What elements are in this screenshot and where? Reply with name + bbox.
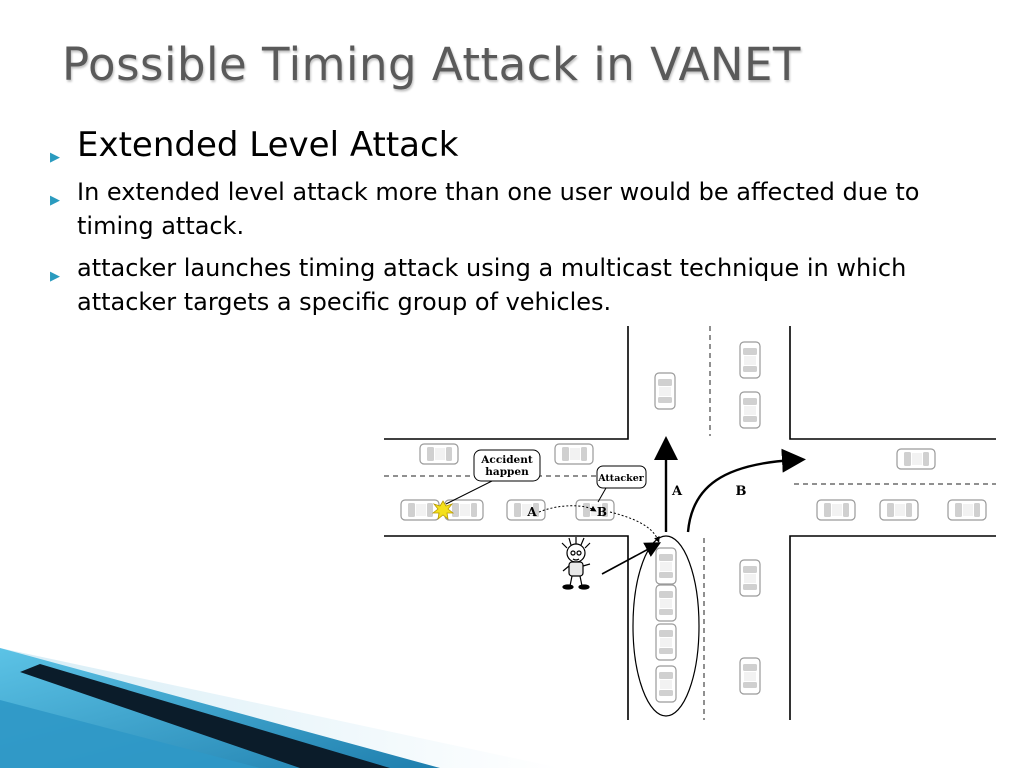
bullet-list: ▶ Extended Level Attack ▶ In extended le… [50, 124, 970, 319]
lane-dividers [384, 326, 996, 720]
intersection-diagram: Accident happen Attacker A B A B [384, 326, 996, 720]
path-b-label: B [736, 484, 747, 499]
car-icon [444, 499, 484, 521]
car-icon [419, 443, 459, 465]
car-icon [896, 448, 936, 470]
bullet-text: In extended level attack more than one u… [77, 178, 920, 240]
car-icon [400, 499, 440, 521]
bullet-item: ▶ Extended Level Attack [50, 124, 970, 166]
car-icon [655, 623, 677, 661]
car-icon [947, 499, 987, 521]
car-icon [739, 657, 761, 695]
car-icon [816, 499, 856, 521]
attacker-figure-icon [561, 537, 591, 590]
attack-arrow [601, 542, 662, 575]
explosion-icon [431, 500, 455, 520]
car-icon [506, 499, 546, 521]
car-icon [739, 559, 761, 597]
attacker-callout-text: Attacker [597, 473, 645, 484]
car-icon [655, 547, 677, 585]
bullet-item: ▶ In extended level attack more than one… [50, 175, 970, 243]
road-lines [384, 326, 996, 720]
bullet-arrow-icon: ▶ [50, 269, 60, 284]
car-icon [739, 341, 761, 379]
accident-callout-line1: Accident [480, 454, 533, 466]
car-icon [879, 499, 919, 521]
bullet-arrow-icon: ▶ [50, 193, 60, 208]
bullet-arrow-icon: ▶ [50, 150, 60, 165]
target-group-ellipse [632, 535, 700, 717]
accident-callout: Accident happen [445, 449, 541, 505]
vehicle-label-a: A [526, 505, 537, 519]
bullet-text: Extended Level Attack [77, 125, 459, 165]
car-icon [654, 372, 676, 410]
vehicle-label-b: B [597, 505, 607, 519]
car-icon [655, 665, 677, 703]
path-b-arrow [686, 448, 806, 533]
bullet-item: ▶ attacker launches timing attack using … [50, 251, 970, 319]
dotted-link [538, 505, 597, 513]
bullet-text: attacker launches timing attack using a … [77, 254, 907, 316]
car-icon [554, 443, 594, 465]
attacker-callout: Attacker [596, 465, 647, 503]
path-a-label: A [671, 484, 683, 499]
car-icon [575, 499, 615, 521]
car-icon [739, 391, 761, 429]
accident-callout-line2: happen [485, 466, 529, 478]
slide-title: Possible Timing Attack in VANET [62, 38, 801, 91]
car-icon [655, 584, 677, 622]
attack-dotted-path [609, 511, 660, 543]
